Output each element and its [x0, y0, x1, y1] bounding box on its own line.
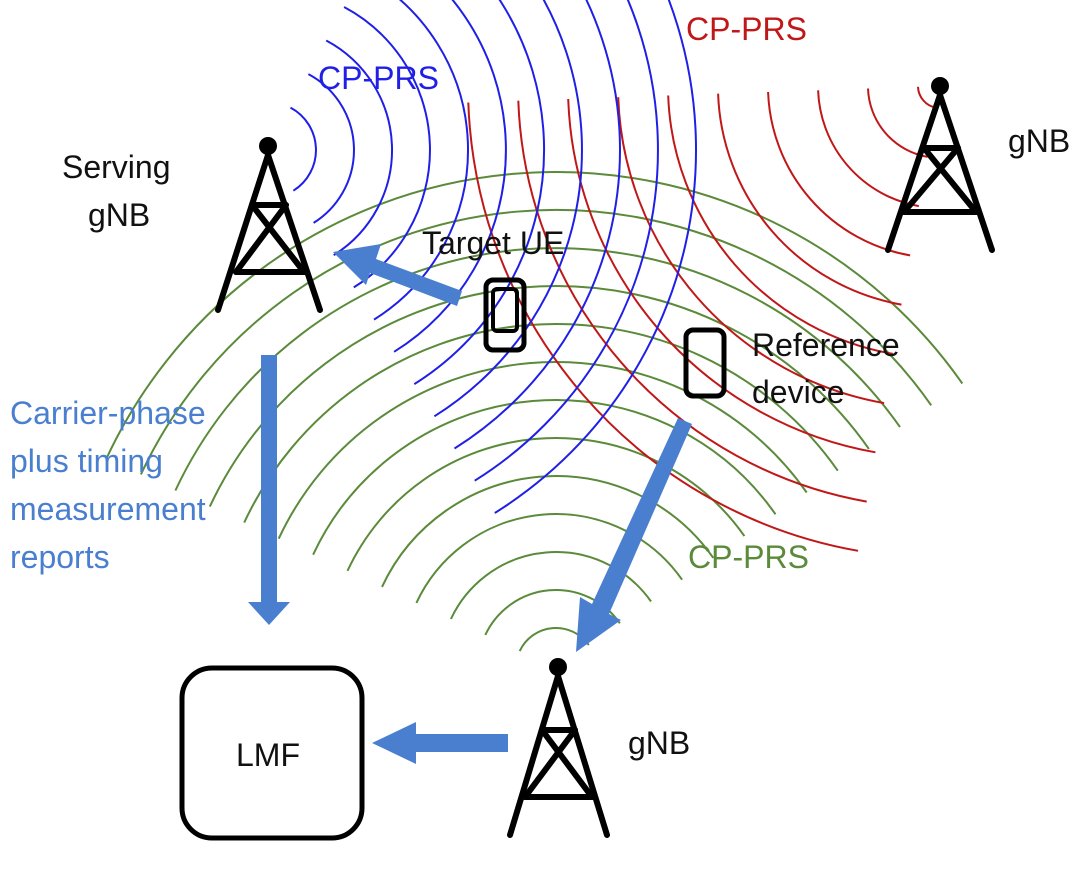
reference-device-label-line2: device: [752, 374, 845, 410]
red-wave-arc: [667, 95, 893, 355]
blue-wave-arc: [343, 6, 431, 289]
green-wave-arc: [381, 475, 715, 588]
blue-wave-arc: [307, 73, 355, 224]
serving-gnb-label-line2: gNB: [88, 197, 150, 233]
red-wave-arc: [517, 100, 867, 503]
arrow-reference-to-gnb: [576, 418, 692, 652]
red-wave-arc: [767, 91, 911, 257]
target-ue-device-icon: [483, 277, 527, 353]
measurement-label-line3: measurement: [10, 491, 206, 527]
target-ue-label: Target UE: [422, 225, 564, 261]
reference-device-label-line1: Reference: [752, 327, 900, 363]
arrows: [248, 244, 692, 764]
green-wave-arc: [139, 208, 933, 475]
green-wave-arc: [243, 323, 839, 524]
red-wave-arc: [817, 90, 919, 208]
blue-wave-arc: [453, 0, 621, 450]
gnb-top-right-tower-icon: [885, 77, 995, 253]
green-wave-arc: [449, 551, 652, 620]
blue-wave-arc: [494, 0, 698, 514]
reference-device-icon: [683, 327, 727, 399]
green-wave-arc: [105, 171, 964, 459]
green-wave-arc: [312, 399, 777, 556]
serving-gnb-tower-icon: [215, 137, 323, 313]
cp-prs-green-label: CP-PRS: [688, 539, 809, 575]
arrow-gnb-to-lmf: [372, 722, 508, 764]
arrow-ue-to-serving-gnb: [333, 244, 462, 306]
blue-wave-arc: [290, 106, 317, 192]
red-wave-arc: [717, 93, 902, 306]
blue-wave-arc: [474, 0, 659, 482]
green-wave-arc: [277, 361, 808, 540]
red-cp-prs-waves: [467, 86, 937, 552]
lmf-label: LMF: [236, 737, 300, 773]
blue-wave-arc: [325, 39, 393, 257]
gnb-bottom-label: gNB: [628, 725, 690, 761]
gnb-bottom-tower-icon: [507, 658, 610, 838]
measurement-label-line2: plus timing: [10, 443, 163, 479]
cp-prs-blue-label: CP-PRS: [318, 60, 439, 96]
cp-prs-red-label: CP-PRS: [686, 11, 807, 47]
red-wave-arc: [467, 102, 859, 552]
red-wave-arc: [867, 88, 928, 158]
measurement-label-line4: reports: [10, 539, 110, 575]
measurement-label-line1: Carrier-phase: [10, 395, 206, 431]
lmf-box: [179, 665, 365, 841]
serving-gnb-label-line1: Serving: [62, 149, 171, 185]
blue-wave-arc: [413, 0, 546, 385]
red-wave-arc: [567, 98, 876, 454]
red-wave-arc: [617, 97, 885, 405]
green-wave-arc: [346, 436, 746, 572]
green-wave-arc: [174, 247, 901, 491]
arrow-serving-gnb-to-lmf: [248, 355, 290, 625]
gnb-top-right-label: gNB: [1008, 123, 1070, 159]
green-wave-arc: [415, 513, 683, 604]
